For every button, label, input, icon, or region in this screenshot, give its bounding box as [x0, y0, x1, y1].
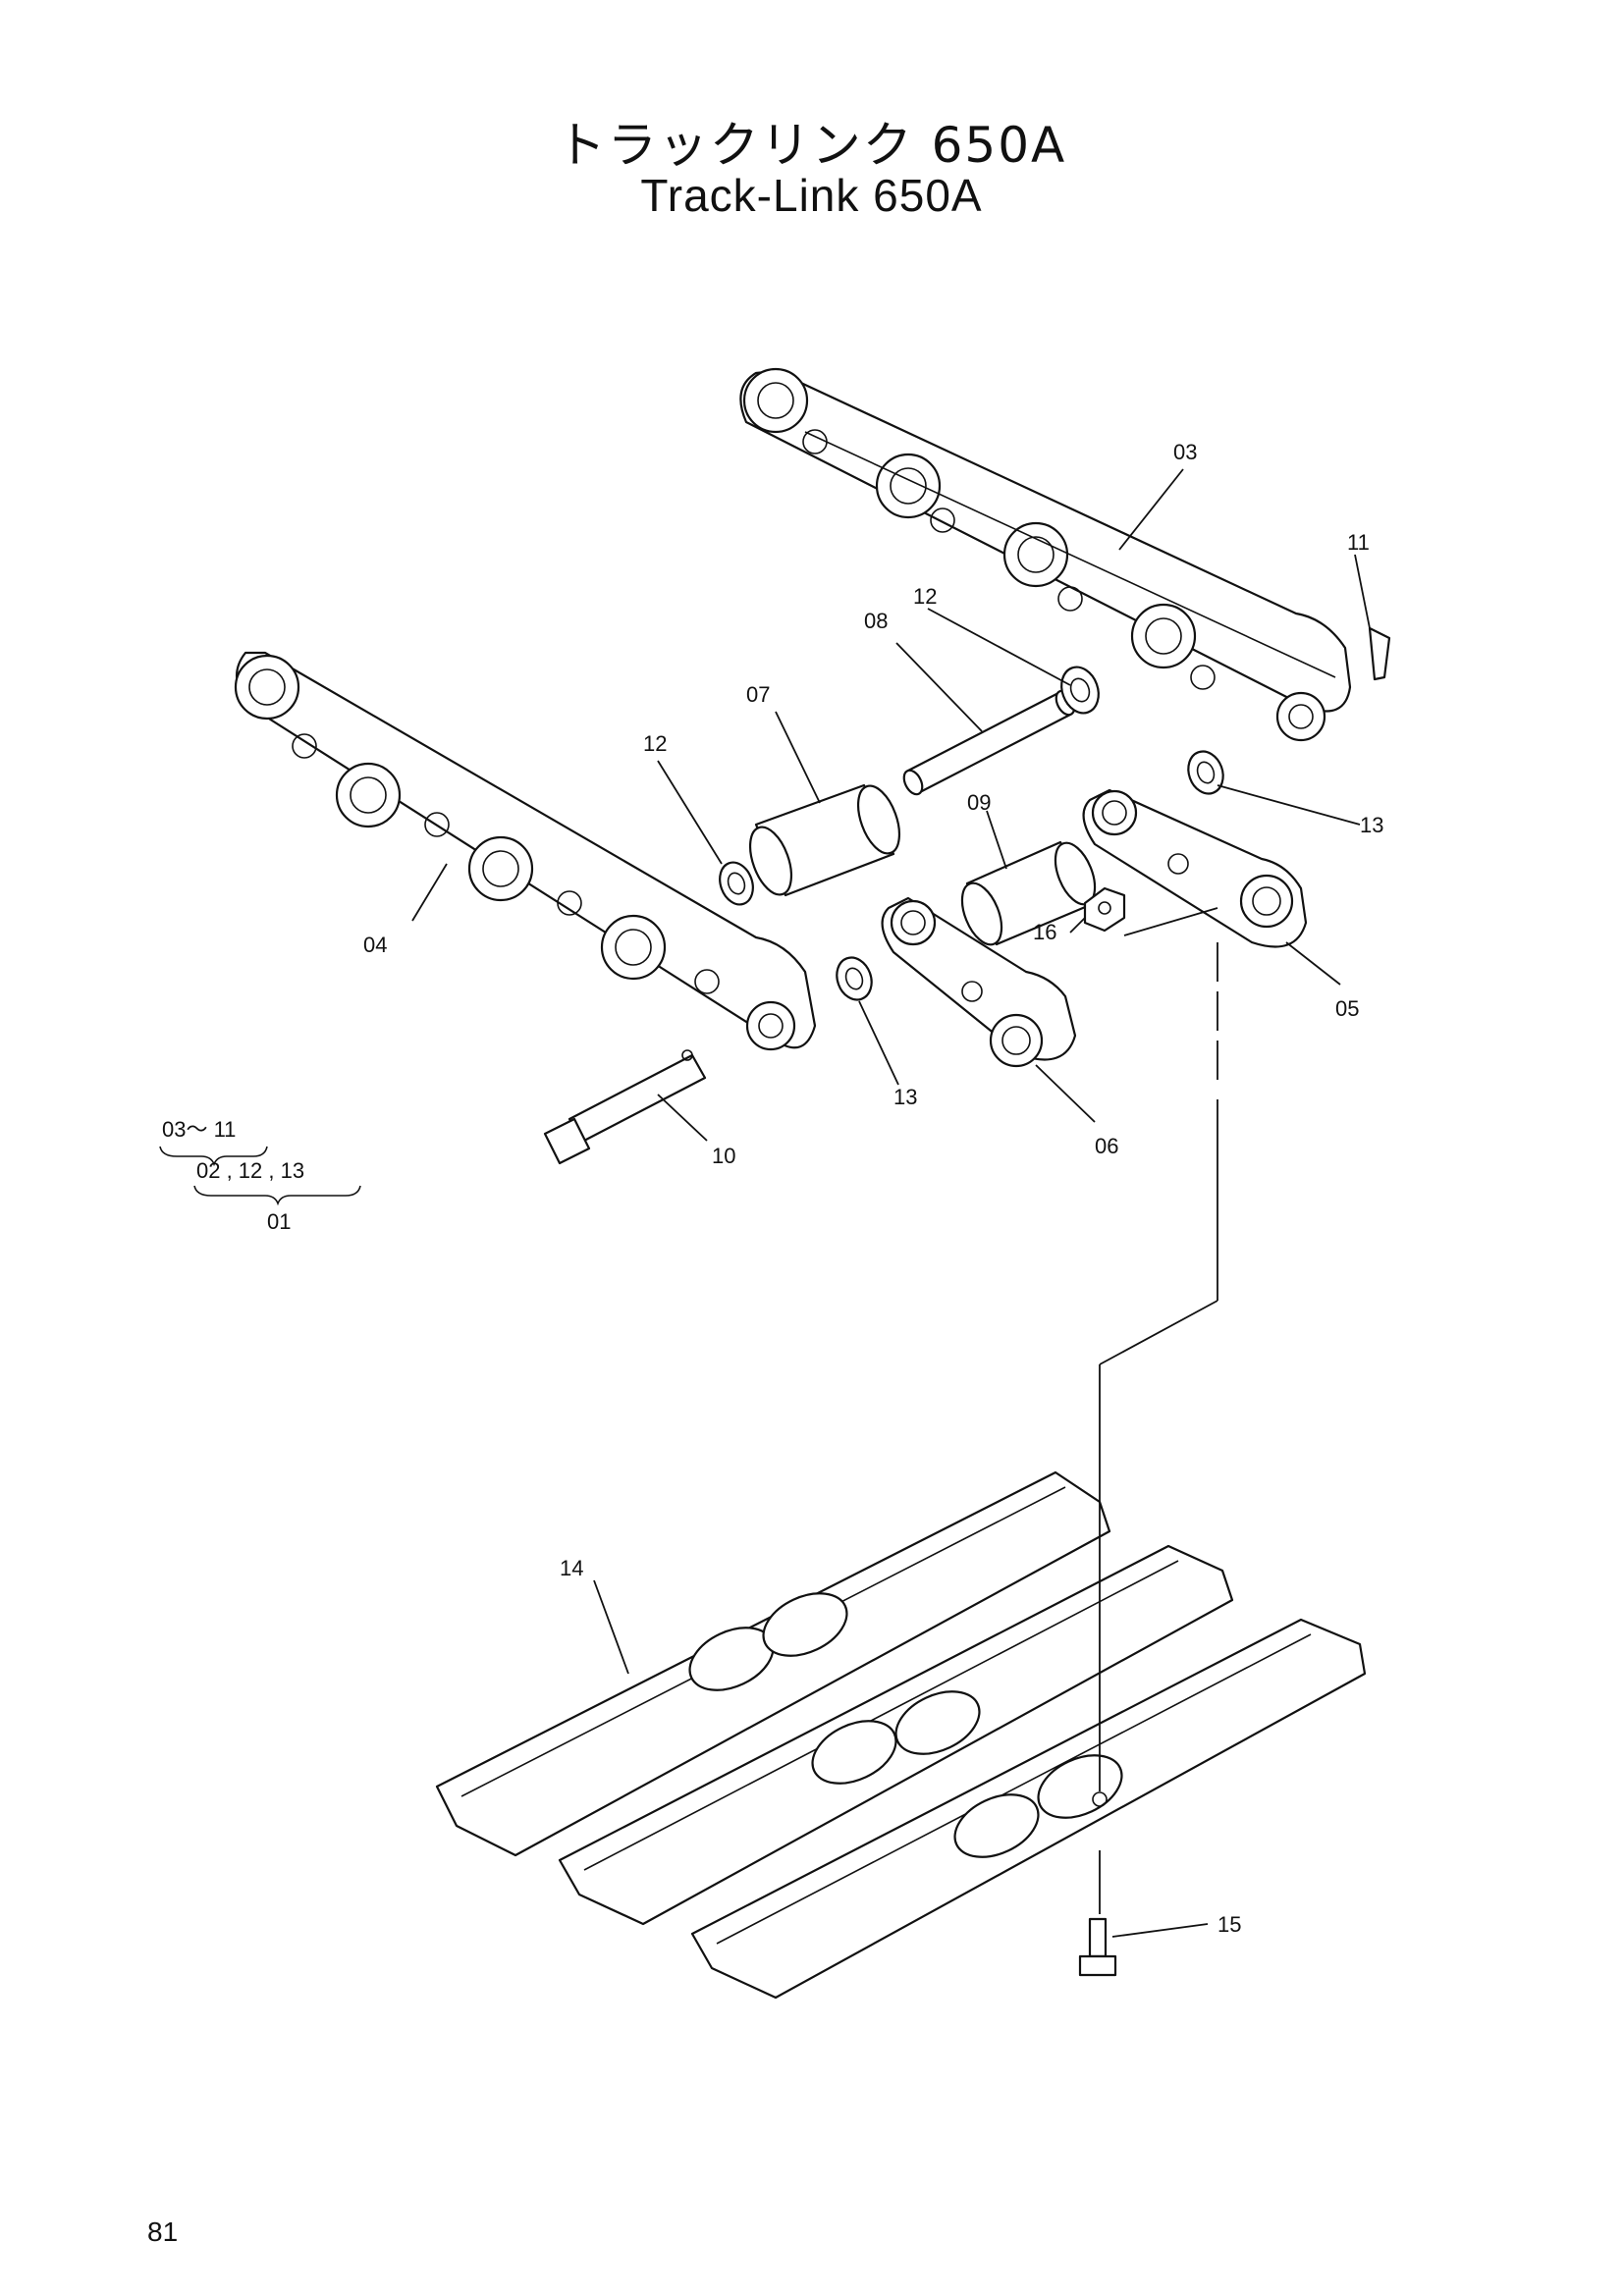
callout-12-upper: 12: [913, 584, 937, 609]
pin-10: [543, 1049, 707, 1165]
bolt-15: [1078, 1917, 1117, 1977]
callout-12-lower: 12: [643, 731, 667, 756]
callout-15: 15: [1217, 1912, 1241, 1937]
washer-12-lower: [719, 861, 754, 906]
washer-13-upper: [1187, 750, 1224, 795]
page-number: 81: [147, 2216, 179, 2247]
cotter-pin-11: [1368, 626, 1391, 681]
assembly-note-line3: 01: [267, 1209, 291, 1234]
callout-04: 04: [363, 933, 387, 957]
assembly-note-line1: 03〜 11: [162, 1117, 236, 1142]
bushing-07: [748, 783, 901, 897]
callout-13-upper: 13: [1360, 813, 1383, 837]
callout-03: 03: [1173, 440, 1197, 464]
track-link-05: [1082, 788, 1308, 948]
leader-lines: [411, 468, 1371, 1938]
callout-16: 16: [1033, 920, 1056, 944]
title-english: Track-Link 650A: [640, 170, 983, 221]
bushing-09: [960, 840, 1097, 946]
washer-12-upper: [1060, 666, 1100, 715]
nut-16: [1083, 886, 1126, 933]
callout-10: 10: [712, 1144, 735, 1168]
callout-06: 06: [1095, 1134, 1118, 1158]
callout-11: 11: [1347, 530, 1370, 555]
assembly-note: 03〜 11 02 , 12 , 13 01: [159, 1117, 361, 1234]
callout-13-lower: 13: [893, 1085, 917, 1109]
assembly-note-line2: 02 , 12 , 13: [196, 1158, 304, 1183]
track-link-06: [881, 896, 1077, 1068]
callout-14: 14: [560, 1556, 583, 1580]
title-japanese: トラックリンク 650A: [556, 117, 1067, 174]
track-shoes-14: [435, 1470, 1367, 2000]
track-link-chain-04: [234, 651, 817, 1051]
callout-07: 07: [746, 682, 770, 707]
track-link-chain-03: [739, 367, 1352, 742]
callout-08: 08: [864, 609, 888, 633]
pin-08: [902, 689, 1076, 796]
callout-05: 05: [1335, 996, 1359, 1021]
callout-09: 09: [967, 790, 991, 815]
washer-13-lower: [836, 956, 873, 1001]
